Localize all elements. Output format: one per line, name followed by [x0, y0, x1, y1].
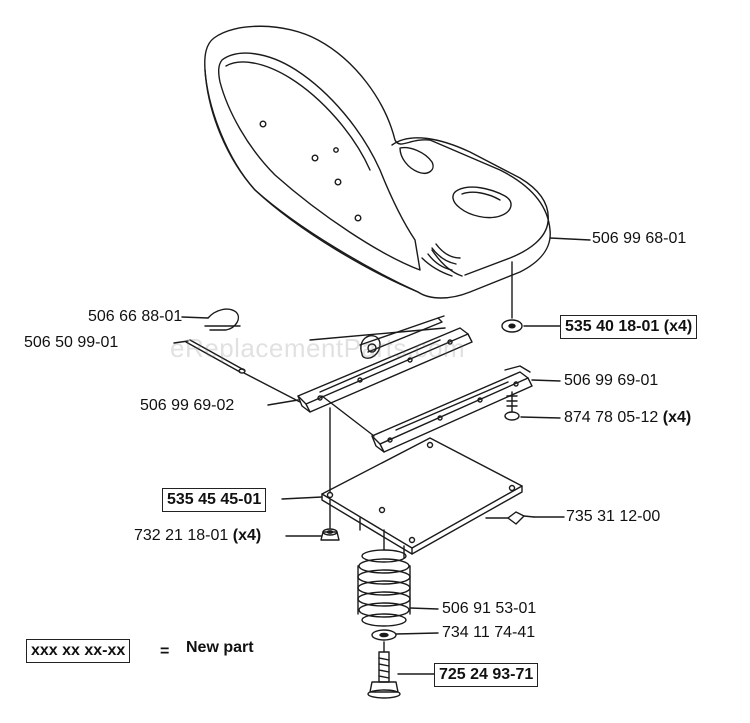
label-screw-side: 735 31 12-00 — [566, 508, 661, 525]
legend-sample-box: xxx xx xx-xx — [26, 639, 131, 663]
washer-top-illustration — [501, 319, 523, 333]
rail-left-illustration — [297, 315, 473, 413]
legend-equals: = — [160, 643, 170, 660]
seat-illustration — [204, 25, 551, 299]
bolt-illustration — [367, 641, 401, 699]
rod-leader — [173, 340, 189, 344]
label-washer-top-number: 535 40 18-01 — [565, 318, 660, 335]
label-plate: 535 45 45-01 — [162, 488, 267, 512]
lock-pin-leader — [181, 316, 209, 319]
spring-leader — [409, 607, 439, 610]
label-lock-pin: 506 66 88-01 — [88, 308, 183, 325]
screw-side-illustration — [507, 511, 535, 525]
rod-axis — [243, 372, 301, 403]
seat-leader — [549, 237, 591, 241]
washer-bottom-leader — [395, 632, 439, 635]
label-washer-bottom: 734 11 74-41 — [442, 624, 536, 641]
watermark-text: eReplacementParts.com — [170, 333, 466, 363]
label-screw-rail: 874 78 05-12 (x4) — [564, 409, 691, 427]
nut-illustration — [320, 528, 340, 541]
legend-new-part: New part — [186, 639, 254, 656]
rail-left-leader — [267, 399, 299, 406]
plate-leader — [281, 496, 323, 500]
spring-illustration — [357, 549, 411, 627]
rail-right-illustration — [371, 365, 533, 453]
label-rod: 506 50 99-01 — [24, 334, 119, 351]
label-bolt: 725 24 93-71 — [434, 663, 539, 687]
rail-connect-axis — [321, 395, 375, 437]
rod-illustration — [185, 339, 246, 374]
label-nut-number: 732 21 18-01 — [134, 527, 229, 544]
label-seat: 506 99 68-01 — [592, 230, 687, 247]
label-spring: 506 91 53-01 — [442, 600, 537, 617]
washer-bottom-illustration — [371, 629, 397, 641]
label-nut-qty: (x4) — [232, 527, 262, 544]
label-nut: 732 21 18-01 (x4) — [134, 527, 261, 545]
label-washer-top: 535 40 18-01 (x4) — [560, 315, 698, 339]
rail-right-leader — [531, 379, 561, 382]
label-rail-left: 506 99 69-02 — [140, 397, 235, 414]
label-screw-rail-number: 874 78 05-12 — [564, 409, 659, 426]
label-washer-top-qty: (x4) — [663, 318, 693, 335]
label-rail-right: 506 99 69-01 — [564, 372, 659, 389]
plate-illustration — [321, 437, 523, 559]
label-screw-rail-qty: (x4) — [662, 409, 692, 426]
lock-pin-illustration — [204, 308, 241, 331]
screw-rail-leader — [520, 416, 561, 419]
screw-rail-illustration — [504, 391, 520, 421]
